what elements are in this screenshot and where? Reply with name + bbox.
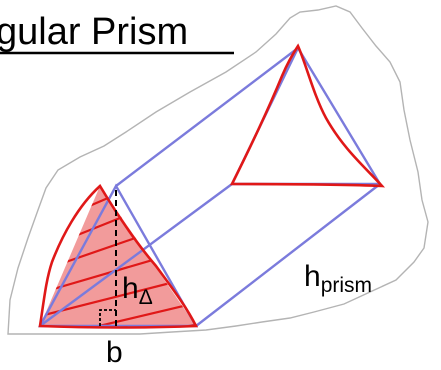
front-triangle-outline (38, 183, 199, 329)
paper-outline (7, 5, 429, 335)
base-label: b (106, 336, 123, 369)
shaded-triangle-face (40, 186, 196, 326)
triangle-height-label: hΔ (122, 272, 153, 309)
back-triangle-outline (229, 43, 386, 188)
right-angle-marker (99, 309, 116, 326)
prism-height-label: hprism (304, 260, 372, 297)
page-title: gular Prism (0, 11, 188, 53)
